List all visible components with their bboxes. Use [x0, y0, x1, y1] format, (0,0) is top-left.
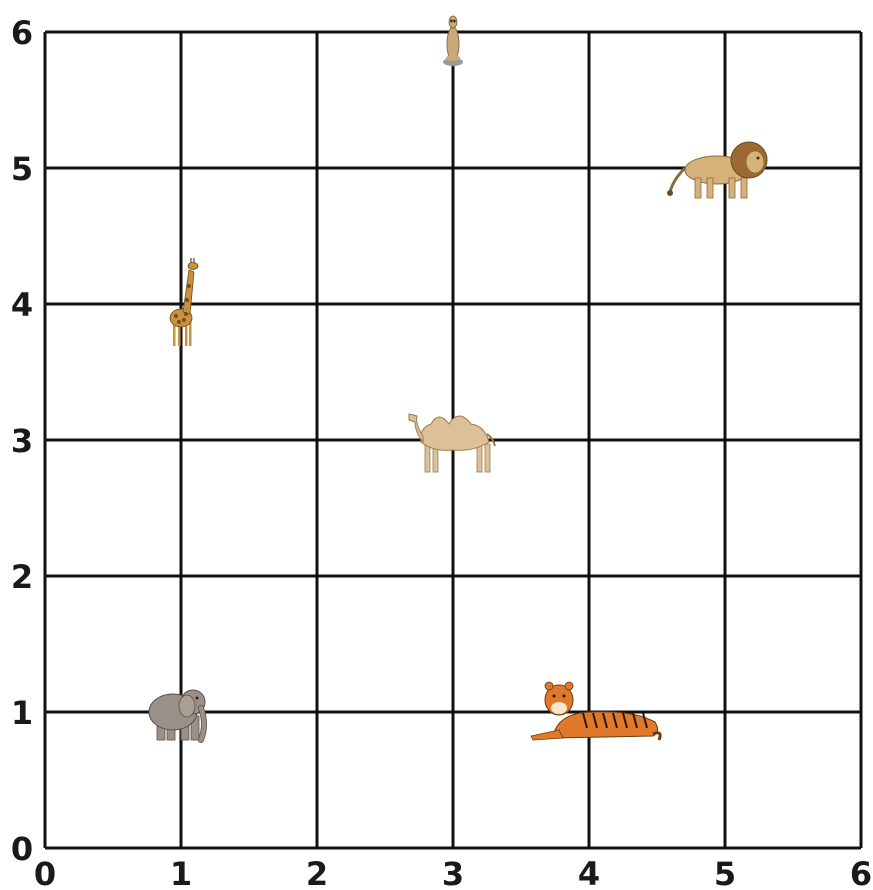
- meerkat-icon: [443, 16, 463, 66]
- animals-layer: [149, 16, 767, 740]
- y-tick-label-6: 6: [11, 14, 33, 52]
- x-tick-label-3: 3: [442, 855, 464, 890]
- elephant-icon: [149, 690, 205, 740]
- x-axis-labels: 0 1 2 3 4 5 6: [34, 855, 872, 890]
- x-tick-label-2: 2: [306, 855, 328, 890]
- y-tick-label-1: 1: [11, 694, 33, 732]
- y-axis-labels: 0 1 2 3 4 5 6: [11, 14, 33, 868]
- lion-icon: [667, 142, 767, 198]
- x-tick-label-1: 1: [170, 855, 192, 890]
- giraffe-icon: [170, 258, 198, 346]
- x-tick-label-4: 4: [578, 855, 600, 890]
- y-tick-label-0: 0: [11, 830, 33, 868]
- y-tick-label-4: 4: [11, 286, 33, 324]
- x-tick-label-5: 5: [714, 855, 736, 890]
- x-tick-label-0: 0: [34, 855, 56, 890]
- y-tick-label-3: 3: [11, 422, 33, 460]
- y-tick-label-5: 5: [11, 150, 33, 188]
- x-tick-label-6: 6: [850, 855, 872, 890]
- y-tick-label-2: 2: [11, 558, 33, 596]
